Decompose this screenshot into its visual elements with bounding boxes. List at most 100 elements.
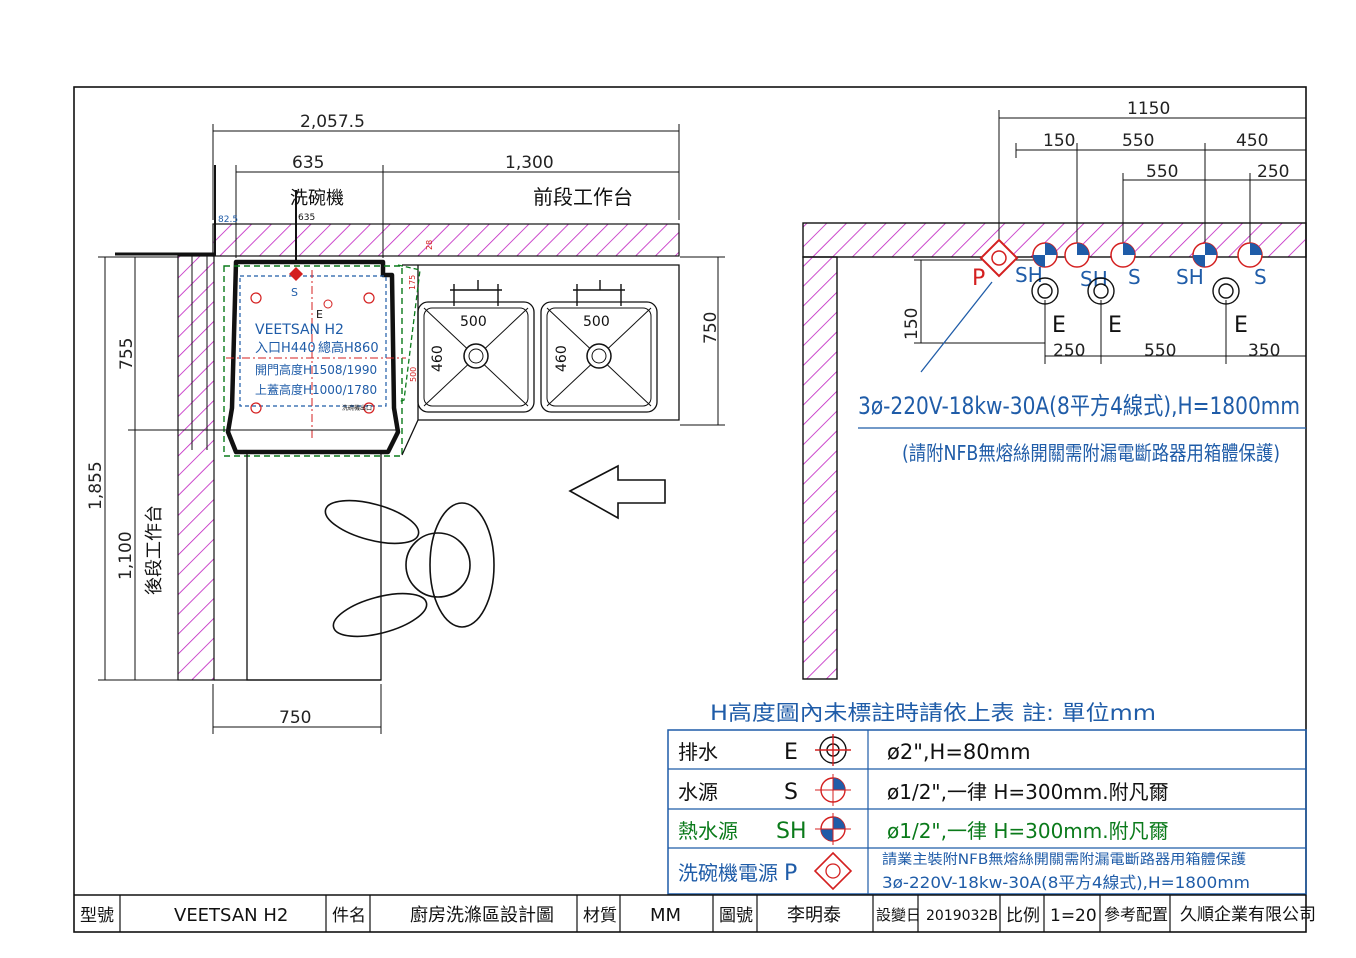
legend-power-icon bbox=[813, 851, 853, 891]
wall-top-hatch bbox=[212, 223, 680, 257]
wall-s-marker-1: S bbox=[1128, 265, 1141, 289]
dw-outlet-note: 洗碗機出口 bbox=[342, 404, 372, 412]
dw-drain-marker: E bbox=[316, 308, 323, 321]
sink-1 bbox=[417, 301, 535, 413]
tb-date-label: 設變日 bbox=[876, 906, 921, 924]
tb-scale: 1=20 bbox=[1050, 906, 1097, 926]
sink-2 bbox=[540, 301, 658, 413]
legend-drain-icon bbox=[815, 734, 851, 766]
wall-left-hatch bbox=[177, 255, 215, 681]
wall-s-marker-2: S bbox=[1254, 265, 1267, 289]
dw-water-marker: S bbox=[291, 286, 298, 299]
tb-drawing-label: 圖號 bbox=[719, 906, 753, 926]
tb-material-label: 材質 bbox=[583, 906, 617, 926]
legend-name-power: 洗碗機電源 bbox=[678, 861, 778, 885]
small-635: 635 bbox=[298, 213, 315, 223]
power-spec-line: 3ø-220V-18kw-30A(8平方4線式),H=1800mm bbox=[858, 392, 1300, 420]
title-block: 型號 VEETSAN H2 件名 廚房洗滌區設計圖 材質 MM 圖號 李明泰 設… bbox=[74, 894, 1316, 932]
dw-door-label: 開門高度H1508/1990 bbox=[255, 362, 377, 377]
wall-dim-g: 250 bbox=[1053, 341, 1085, 361]
drain-symbols bbox=[1031, 277, 1240, 305]
wall-elev-left-hatch bbox=[802, 256, 838, 680]
legend-code-water: S bbox=[784, 780, 798, 805]
small-82-5: 82.5 bbox=[218, 215, 238, 225]
legend-water-icon bbox=[815, 774, 851, 806]
legend-hot-water-icon bbox=[815, 813, 851, 845]
wall-dim-h: 550 bbox=[1144, 341, 1176, 361]
tb-ref-label: 參考配置 bbox=[1104, 905, 1168, 924]
hot-water-symbol-2 bbox=[1192, 242, 1218, 268]
wall-dim-total: 1150 bbox=[1127, 99, 1170, 119]
wall-e-marker-1: E bbox=[1052, 313, 1066, 338]
tb-company: 久順企業有限公司 bbox=[1180, 905, 1316, 925]
power-spec-note: (請附NFB無熔絲開關需附漏電斷路器用箱體保護) bbox=[902, 441, 1280, 465]
cold-water-symbol-2 bbox=[1110, 242, 1136, 268]
rear-table-label: 後段工作台 bbox=[144, 505, 165, 595]
wall-dim-c: 450 bbox=[1236, 131, 1268, 151]
legend-code-drain: E bbox=[784, 740, 798, 765]
tb-drawer: 李明泰 bbox=[787, 905, 841, 926]
rear-table bbox=[246, 451, 382, 681]
small-500: 500 bbox=[409, 367, 418, 382]
wall-elevation: 1150 150 550 450 550 250 150 250 550 350… bbox=[802, 99, 1307, 680]
dim-overall-width: 2,057.5 bbox=[300, 112, 365, 132]
dishwasher-label: 洗碗機 bbox=[290, 188, 344, 209]
legend-spec-power: 請業主裝附NFB無熔絲開關需附漏電斷路器用箱體保護 bbox=[882, 852, 1246, 868]
dishwasher-outline bbox=[225, 259, 401, 455]
power-symbol bbox=[979, 238, 1019, 278]
tb-date: 2019032B bbox=[926, 908, 998, 924]
dw-cover-label: 上蓋高度H1000/1780 bbox=[255, 382, 377, 397]
tb-model: VEETSAN H2 bbox=[174, 905, 288, 926]
wall-dim-a: 150 bbox=[1043, 131, 1075, 151]
wall-sh-marker-1: SH bbox=[1015, 263, 1043, 287]
cold-water-symbol-3 bbox=[1237, 242, 1263, 268]
dw-inlet-label: 入口H440 bbox=[255, 341, 316, 356]
legend-name-water: 水源 bbox=[678, 780, 718, 804]
plan-view: VEETSAN H2 入口H440 總高H860 開門高度H1508/1990 … bbox=[86, 112, 725, 734]
small-28: 28 bbox=[425, 240, 434, 250]
direction-arrow bbox=[568, 464, 666, 520]
sink2-depth: 460 bbox=[554, 345, 570, 372]
legend-name-hot-water: 熱水源 bbox=[678, 819, 738, 843]
dim-total-height: 1,855 bbox=[86, 461, 106, 510]
dw-height-label: 總高H860 bbox=[318, 340, 379, 356]
sink1-width: 500 bbox=[460, 314, 487, 330]
wall-e-marker-3: E bbox=[1234, 313, 1248, 338]
tb-part: 廚房洗滌區設計圖 bbox=[410, 904, 554, 926]
legend-spec-hot-water: ø1/2",一律 H=300mm.附凡爾 bbox=[887, 819, 1169, 843]
sink1-depth: 460 bbox=[430, 345, 446, 372]
legend-name-drain: 排水 bbox=[678, 740, 718, 764]
tb-scale-label: 比例 bbox=[1006, 906, 1040, 926]
legend-code-power: P bbox=[784, 861, 797, 886]
dim-dw-width: 635 bbox=[292, 153, 324, 173]
cold-water-symbol-1 bbox=[1064, 242, 1090, 268]
wall-dim-f: 150 bbox=[902, 308, 922, 340]
dim-left-height: 755 bbox=[117, 338, 137, 370]
dim-bottom-width: 750 bbox=[279, 708, 311, 728]
sink2-width: 500 bbox=[583, 314, 610, 330]
wall-dim-e: 250 bbox=[1257, 162, 1289, 182]
wall-dim-i: 350 bbox=[1248, 341, 1280, 361]
dim-front-table: 1,300 bbox=[505, 153, 554, 173]
front-table-label: 前段工作台 bbox=[533, 185, 633, 209]
tb-part-label: 件名 bbox=[332, 906, 366, 926]
wall-sh-marker-2: SH bbox=[1080, 267, 1108, 291]
wall-e-marker-2: E bbox=[1108, 313, 1122, 338]
legend-code-hot-water: SH bbox=[776, 819, 807, 844]
dim-lower-height: 1,100 bbox=[116, 531, 136, 580]
legend: H高度圖內未標註時請依上表 註: 單位mm 排水 E ø2",H=80mm 水源… bbox=[667, 701, 1307, 895]
sheet-border bbox=[73, 86, 1307, 933]
dw-model-label: VEETSAN H2 bbox=[255, 322, 344, 338]
small-175: 175 bbox=[408, 275, 417, 290]
tb-model-label: 型號 bbox=[80, 906, 114, 926]
wall-dim-d: 550 bbox=[1146, 162, 1178, 182]
wall-dim-b: 550 bbox=[1122, 131, 1154, 151]
wall-p-marker: P bbox=[972, 266, 985, 291]
legend-spec-water: ø1/2",一律 H=300mm.附凡爾 bbox=[887, 780, 1169, 804]
legend-header: H高度圖內未標註時請依上表 註: 單位mm bbox=[710, 701, 1156, 725]
chair bbox=[324, 499, 495, 638]
legend-spec-power-2: 3ø-220V-18kw-30A(8平方4線式),H=1800mm bbox=[882, 873, 1250, 892]
wall-sh-marker-3: SH bbox=[1176, 265, 1204, 289]
dim-right-height: 750 bbox=[701, 312, 721, 344]
